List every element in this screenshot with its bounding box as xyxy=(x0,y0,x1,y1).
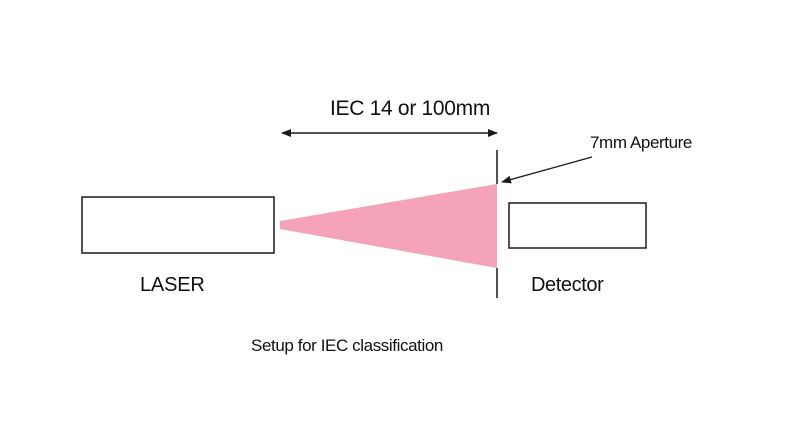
laser-box xyxy=(81,196,275,254)
diagram-caption: Setup for IEC classification xyxy=(251,336,443,355)
aperture-callout-arrow xyxy=(501,156,593,184)
distance-label: IEC 14 or 100mm xyxy=(330,97,491,120)
laser-label: LASER xyxy=(140,274,205,296)
detector-label: Detector xyxy=(531,274,604,296)
laser-beam xyxy=(280,184,497,268)
detector-box xyxy=(508,202,647,249)
aperture-label: 7mm Aperture xyxy=(590,133,692,152)
